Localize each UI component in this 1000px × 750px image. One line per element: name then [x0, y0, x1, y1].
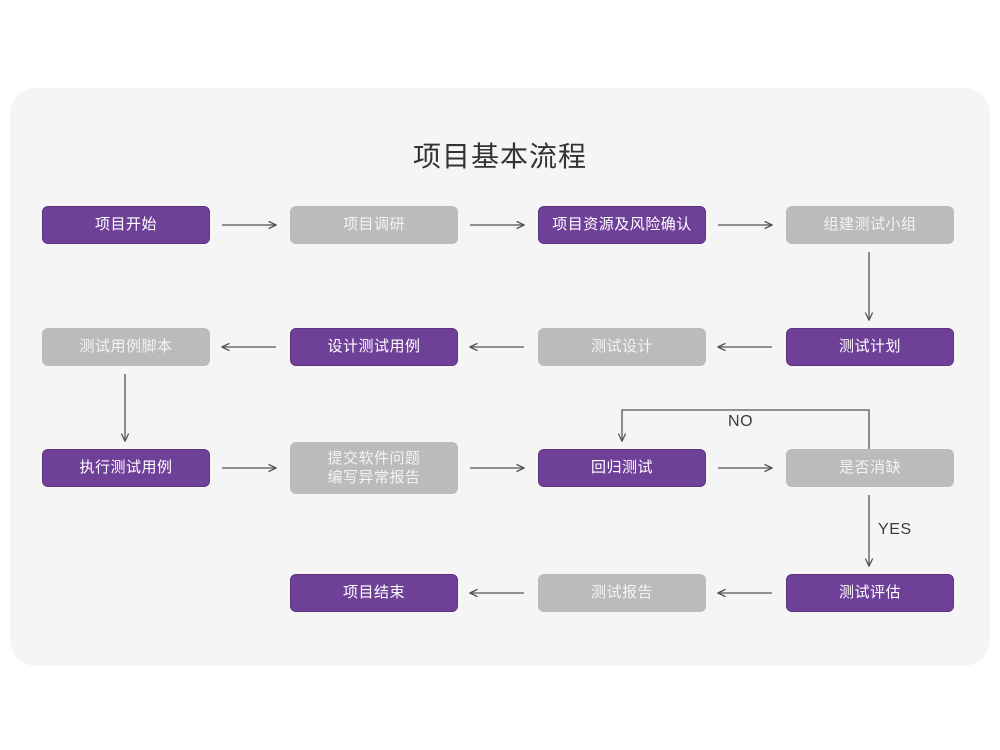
node-submit-issues-report[interactable]: 提交软件问题 编写异常报告	[290, 442, 458, 494]
node-execute-test-cases[interactable]: 执行测试用例	[42, 449, 210, 487]
edge-label-yes: YES	[878, 521, 912, 538]
flowchart-card	[10, 88, 990, 666]
node-defects-cleared-decision[interactable]: 是否消缺	[786, 449, 954, 487]
node-resource-risk-confirm[interactable]: 项目资源及风险确认	[538, 206, 706, 244]
edge-label-no: NO	[728, 413, 754, 430]
node-test-report[interactable]: 测试报告	[538, 574, 706, 612]
page-title: 项目基本流程	[412, 141, 587, 172]
node-form-test-team[interactable]: 组建测试小组	[786, 206, 954, 244]
node-project-research[interactable]: 项目调研	[290, 206, 458, 244]
node-test-design[interactable]: 测试设计	[538, 328, 706, 366]
node-design-test-cases[interactable]: 设计测试用例	[290, 328, 458, 366]
node-test-evaluation[interactable]: 测试评估	[786, 574, 954, 612]
node-project-end[interactable]: 项目结束	[290, 574, 458, 612]
node-regression-test[interactable]: 回归测试	[538, 449, 706, 487]
node-test-plan[interactable]: 测试计划	[786, 328, 954, 366]
node-test-case-script[interactable]: 测试用例脚本	[42, 328, 210, 366]
node-project-start[interactable]: 项目开始	[42, 206, 210, 244]
